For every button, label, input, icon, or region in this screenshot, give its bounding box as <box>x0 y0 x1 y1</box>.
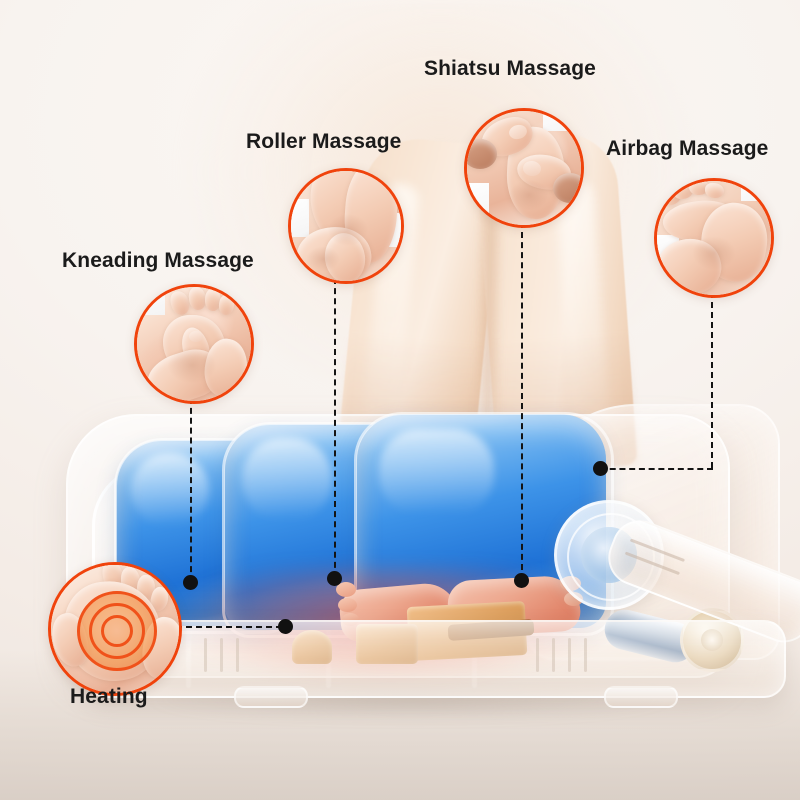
leader-dot-airbag <box>593 461 608 476</box>
base-foot-pad-left <box>234 686 308 708</box>
leader-line-shiatsu <box>521 222 523 580</box>
toe-1 <box>336 582 356 597</box>
leader-line-airbag-horizontal <box>600 468 713 470</box>
callout-label-shiatsu: Shiatsu Massage <box>424 57 596 80</box>
callout-label-roller: Roller Massage <box>246 130 402 153</box>
callout-circle-shiatsu[interactable] <box>464 108 584 228</box>
hand-squeeze-foot-photo <box>657 181 771 295</box>
heat-ring-inner <box>101 615 133 647</box>
leader-dot-kneading <box>183 575 198 590</box>
leader-line-heating <box>176 626 292 628</box>
base-foot-pad-right <box>604 686 678 708</box>
callout-circle-kneading[interactable] <box>134 284 254 404</box>
callout-label-kneading: Kneading Massage <box>62 249 254 272</box>
thumbs-shiatsu-press-photo <box>467 111 581 225</box>
heat-ring-outer <box>77 591 157 671</box>
leader-dot-heating <box>278 619 293 634</box>
roller-on-calf-photo <box>291 171 401 281</box>
leader-dot-roller <box>327 571 342 586</box>
callout-label-heating: Heating <box>70 685 148 708</box>
leader-line-airbag-vertical <box>711 292 713 468</box>
callout-circle-roller[interactable] <box>288 168 404 284</box>
leader-line-kneading <box>190 398 192 582</box>
callout-circle-airbag[interactable] <box>654 178 774 298</box>
heat-ring-middle <box>89 603 145 659</box>
callout-circle-heating[interactable] <box>48 562 182 696</box>
base-tray <box>82 620 786 708</box>
callout-label-airbag: Airbag Massage <box>606 137 769 160</box>
hands-kneading-foot-photo <box>137 287 251 401</box>
foot-massager-device <box>56 380 800 708</box>
leader-line-roller <box>334 278 336 578</box>
leader-dot-shiatsu <box>514 573 529 588</box>
toe-2 <box>338 598 357 612</box>
foot-sole-heat-rings-photo <box>51 565 179 693</box>
